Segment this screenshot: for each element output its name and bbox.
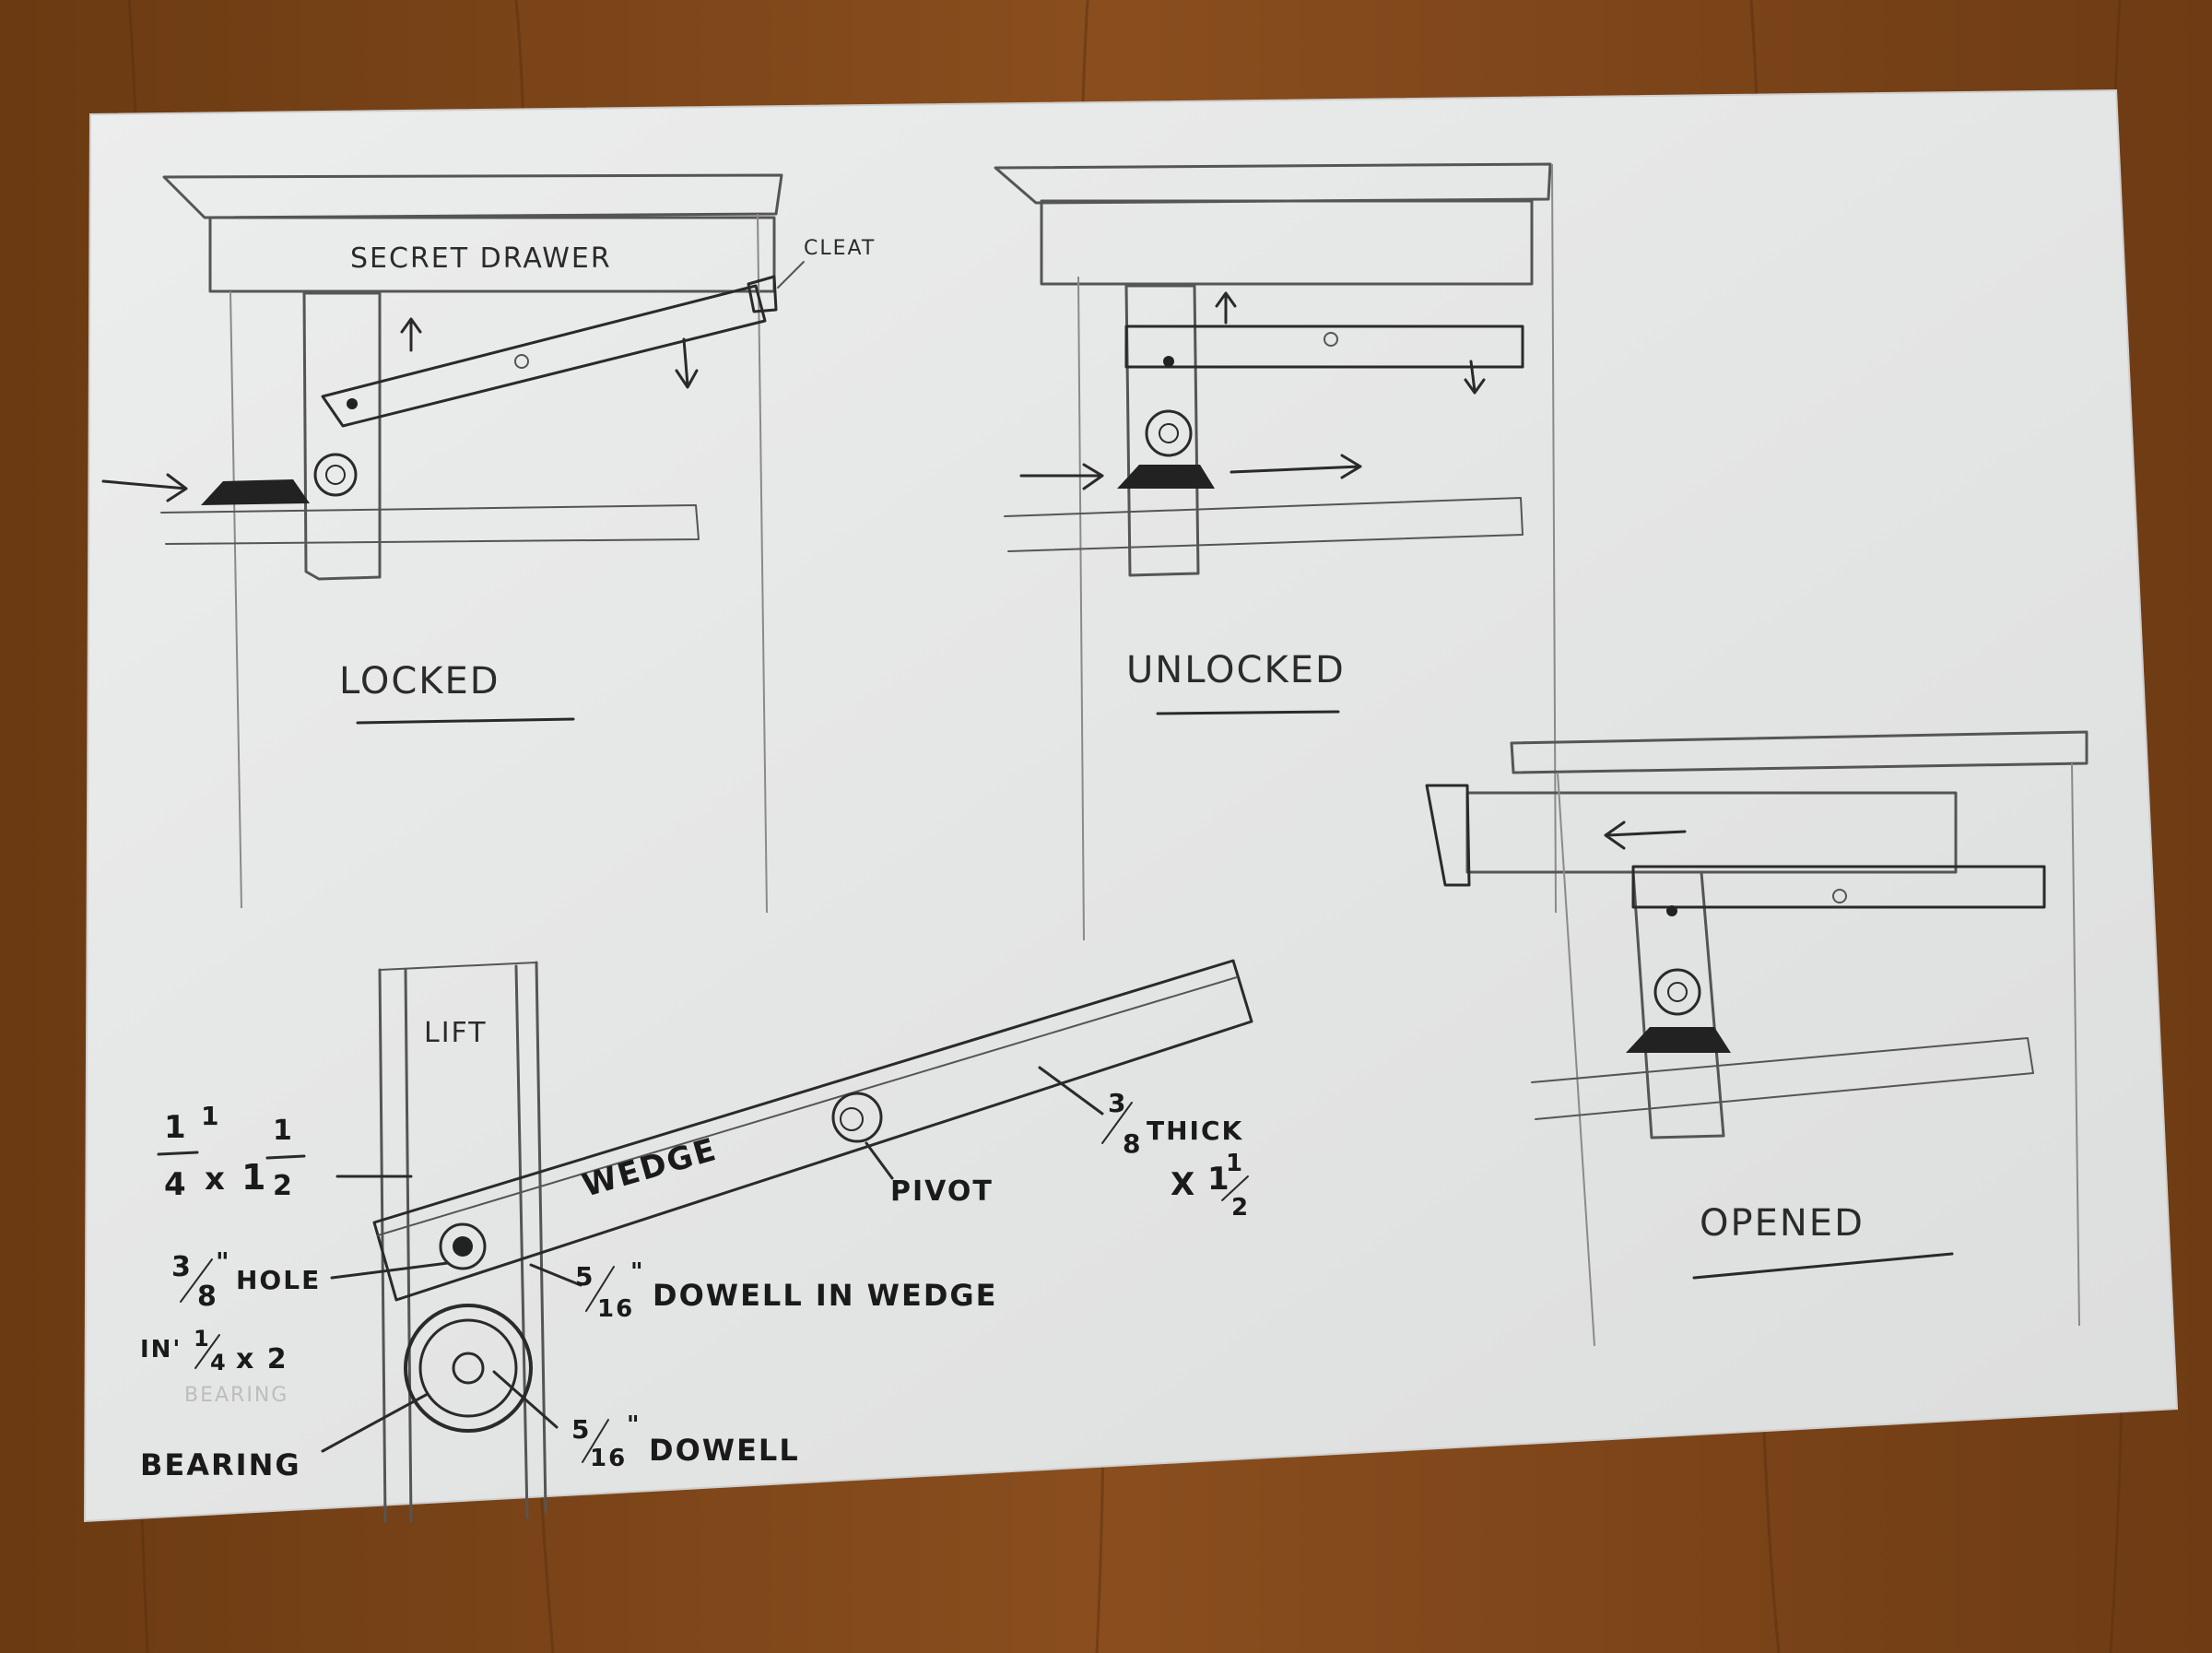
locked-sketch: SECRET DRAWER CLEAT LOCKED xyxy=(101,173,876,914)
wedge-dowel-num: 5 xyxy=(575,1261,594,1292)
hole-text: HOLE xyxy=(236,1265,321,1295)
pivot-label: PIVOT xyxy=(890,1175,994,1208)
lift-size-num-2: 1 xyxy=(273,1115,294,1147)
lift-size-num-1: 1 xyxy=(201,1101,220,1131)
hole-inch: " xyxy=(216,1246,231,1277)
hole-in-den: 4 xyxy=(210,1350,228,1376)
paper-sheet xyxy=(83,89,2179,1523)
lift-label: LIFT xyxy=(424,1017,488,1049)
lift-size-den-1: 4 xyxy=(164,1166,188,1203)
locked-title: LOCKED xyxy=(339,660,500,703)
opened-sketch: OPENED xyxy=(1425,730,2088,1347)
lift-size-whole-2: 1 xyxy=(241,1157,267,1198)
hole-in-prefix: IN' xyxy=(140,1336,182,1364)
lift-size-den-2: 2 xyxy=(273,1170,294,1202)
lift-size-label: 1 1 4 x 1 1 2 xyxy=(157,1101,306,1203)
hole-den: 8 xyxy=(197,1281,218,1313)
hole-label: 3 8 " HOLE xyxy=(171,1246,321,1313)
thickness-whole: 1 xyxy=(1207,1161,1231,1198)
hole-in-label: IN' 1 4 x 2 xyxy=(140,1326,288,1376)
bearing-dowel-label: 5 16 " DOWELL xyxy=(571,1411,800,1472)
thickness-num: 3 xyxy=(1108,1088,1127,1118)
thickness-label: 3 8 THICK X 1 1 2 xyxy=(1101,1088,1250,1222)
unlocked-title-underline xyxy=(1156,710,1340,715)
cleat-label: CLEAT xyxy=(804,237,876,260)
wedge-dowel-text: DOWELL IN WEDGE xyxy=(653,1278,998,1313)
lift-size-whole-1: 1 xyxy=(164,1109,188,1146)
bearing-dowel-inch: " xyxy=(627,1411,641,1439)
bearing-dowel-den: 16 xyxy=(590,1445,627,1472)
hole-in-num: 1 xyxy=(194,1326,211,1352)
wedge-dowel-inch: " xyxy=(630,1258,645,1286)
thickness-frac-den: 2 xyxy=(1231,1194,1250,1222)
lift-size-times: x xyxy=(205,1161,227,1198)
unlocked-title: UNLOCKED xyxy=(1126,649,1346,691)
wedge-dowel-den: 16 xyxy=(597,1295,634,1323)
wedge-dowel-label: 5 16 " DOWELL IN WEDGE xyxy=(575,1258,998,1323)
thickness-text: THICK xyxy=(1147,1116,1243,1146)
thickness-times: X xyxy=(1171,1166,1196,1203)
unlocked-sketch: UNLOCKED xyxy=(994,162,1557,941)
thickness-den: 8 xyxy=(1123,1128,1142,1159)
bearing-dowel-text: DOWELL xyxy=(649,1433,800,1468)
bearing-dowel-num: 5 xyxy=(571,1414,591,1445)
opened-title-underline xyxy=(1692,1252,1954,1280)
opened-title: OPENED xyxy=(1700,1202,1865,1245)
faint-erased-label: BEARING xyxy=(184,1384,288,1407)
hole-num: 3 xyxy=(171,1251,193,1283)
hole-in-text: x 2 xyxy=(236,1343,288,1376)
locked-title-underline xyxy=(356,717,575,725)
thickness-frac-num: 1 xyxy=(1226,1150,1244,1177)
bearing-label: BEARING xyxy=(140,1447,301,1482)
drawer-label: SECRET DRAWER xyxy=(350,242,612,275)
